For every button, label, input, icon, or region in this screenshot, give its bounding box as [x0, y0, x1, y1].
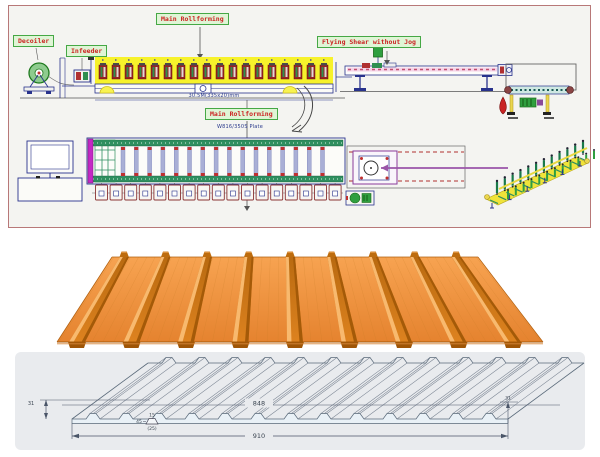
flying-shear-label: Flying Shear without Jog	[317, 36, 421, 49]
roof-panel-3d-render	[56, 251, 544, 348]
line-length-dimension: 30.5M(335x20)mm	[188, 93, 240, 99]
dim-cover-width: 848	[253, 400, 265, 408]
dim-overall-width: 910	[253, 432, 265, 440]
side-elevation-view	[20, 27, 577, 119]
plan-view	[17, 100, 508, 211]
dim-height-right: 31	[505, 396, 511, 402]
isometric-machine-view	[484, 139, 595, 209]
dim-rib-top: 15	[149, 413, 155, 419]
profile-linework	[40, 357, 585, 439]
flow-arrow	[291, 85, 313, 133]
dim-height-left: 31	[28, 401, 34, 407]
infeeder-label: Infeeder	[66, 45, 108, 58]
profile-dimension-texts: 31 848 910 15 (25) 45 31	[28, 396, 511, 441]
profile-drawing: 31 848 910 15 (25) 45 31	[28, 357, 585, 441]
main-rollforming-label-top: Main Rollforming	[156, 13, 229, 26]
machine-layout-drawing	[17, 27, 595, 211]
sheet-geometry	[56, 251, 544, 348]
dim-rib-bottom: (25)	[147, 426, 156, 432]
plan-dimension-note: W816/350S Plate	[217, 124, 263, 130]
decoiler-label: Decoiler	[13, 35, 55, 48]
main-rollforming-label-plan: Main Rollforming	[205, 108, 278, 121]
dim-rib-angle: 45	[136, 419, 142, 425]
